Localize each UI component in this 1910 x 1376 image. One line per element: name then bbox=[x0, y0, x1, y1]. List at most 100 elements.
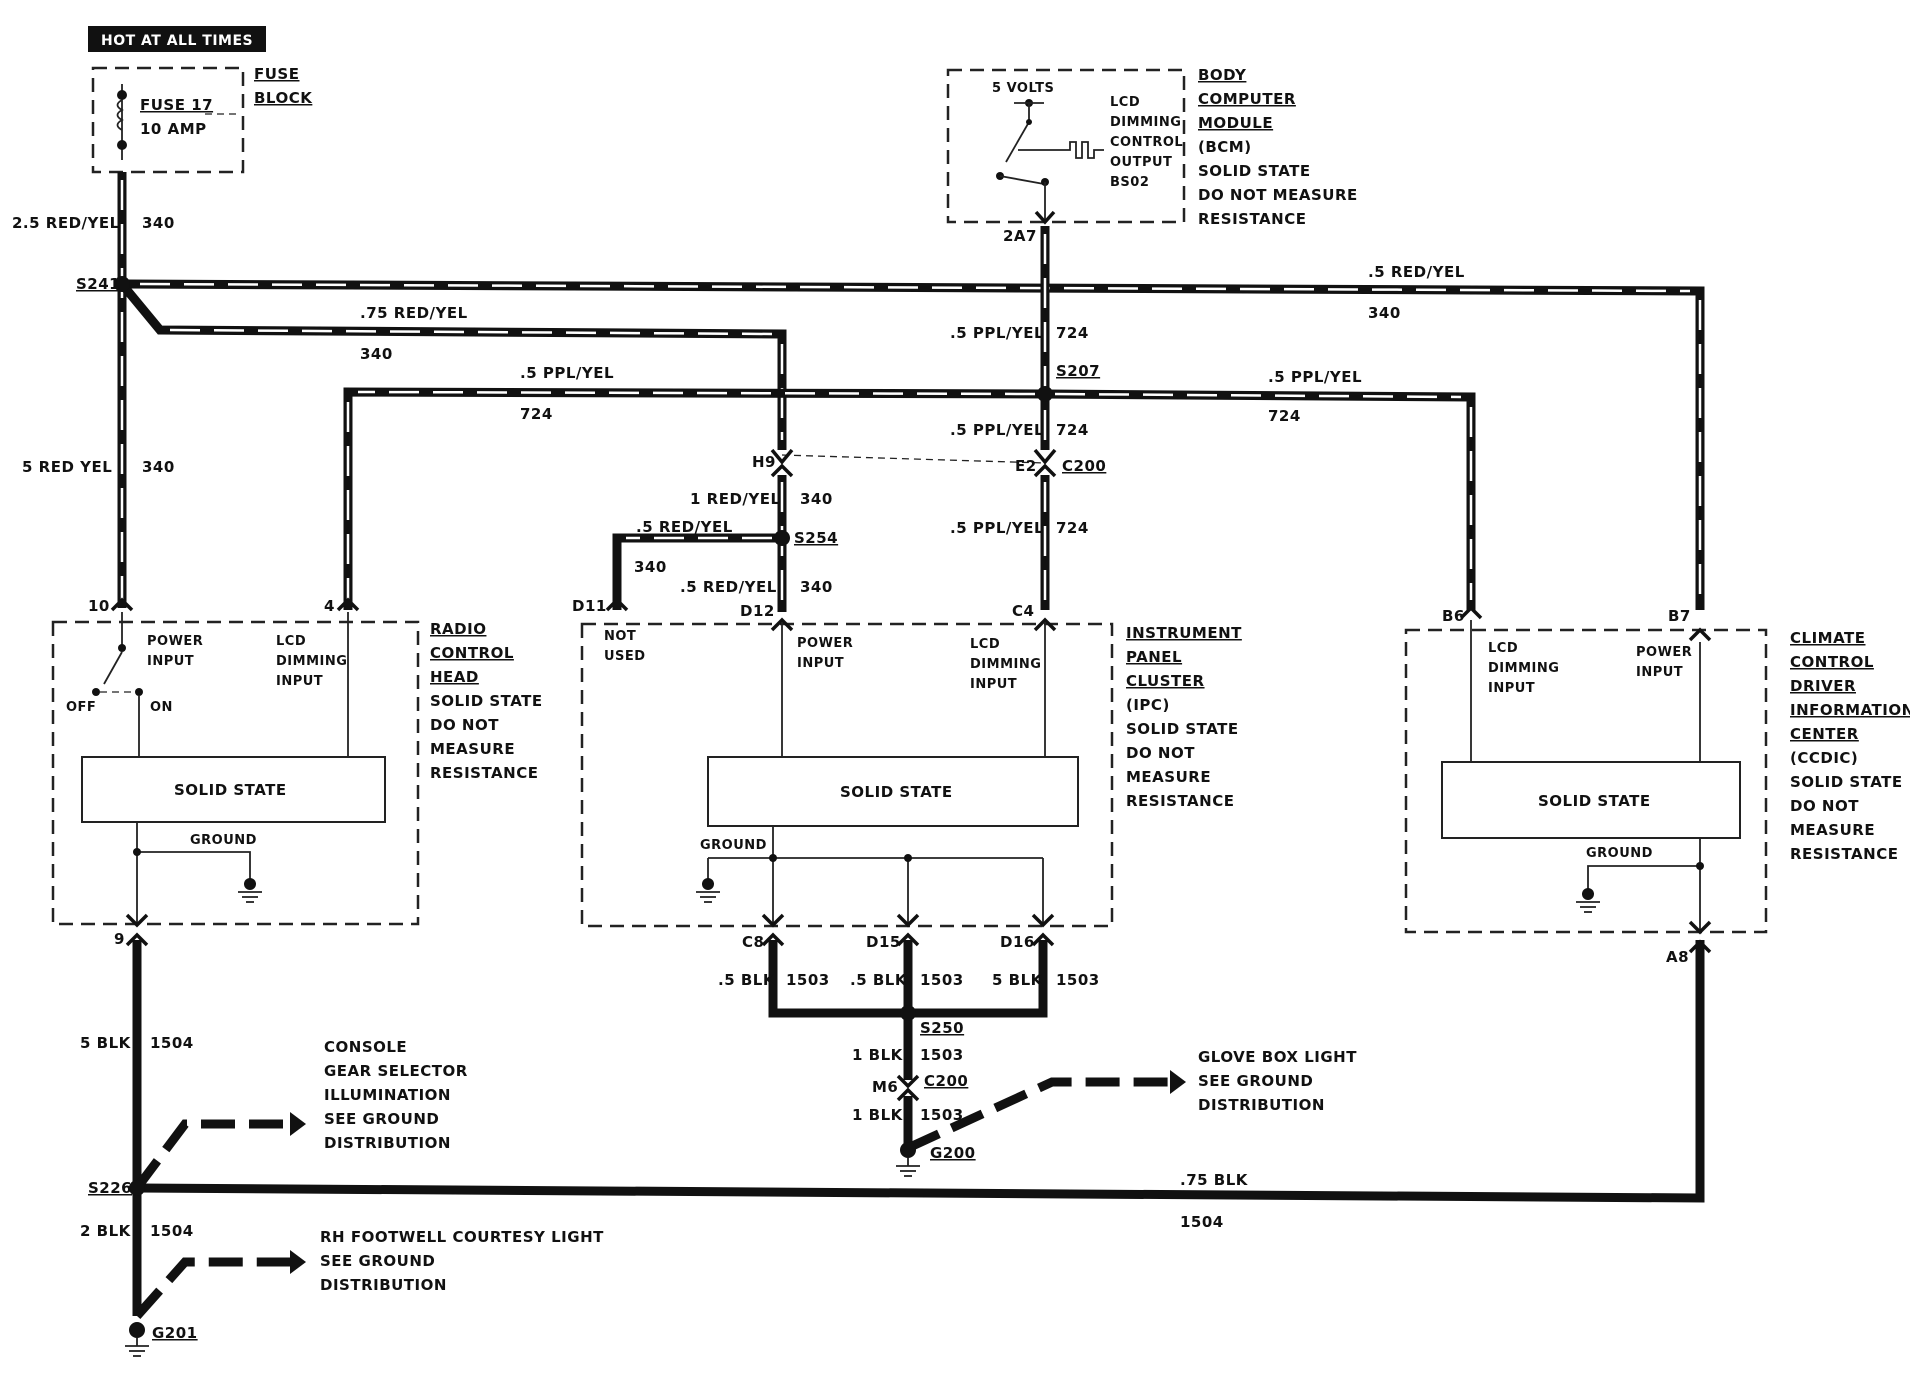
label-c200-g200-gauge: 1 BLK bbox=[852, 1106, 904, 1124]
ccdic-pin-b6: B6 bbox=[1442, 607, 1465, 625]
ccdic-title-3: DRIVER bbox=[1790, 677, 1856, 695]
label-s207-c200-circuit: 724 bbox=[1056, 421, 1089, 439]
splice-s241-label: S241 bbox=[76, 275, 120, 293]
label-mid-branch-circuit: 340 bbox=[360, 345, 393, 363]
fuse-name: FUSE 17 bbox=[140, 96, 213, 114]
splice-s241 bbox=[114, 276, 130, 292]
ccdic-desc-5: RESISTANCE bbox=[1790, 845, 1898, 863]
ccdic-desc-2: SOLID STATE bbox=[1790, 773, 1903, 791]
label-ipc-g3-circuit: 1503 bbox=[1056, 971, 1100, 989]
label-radio-lcd-circuit: 724 bbox=[520, 405, 553, 423]
body-computer-module: 5 VOLTS LCD DIMMING CONTROL OUTPUT BS02 … bbox=[946, 66, 1357, 245]
radio-pin-9: 9 bbox=[114, 930, 125, 948]
label-s250-c200-circuit: 1503 bbox=[920, 1046, 964, 1064]
ipc-not-used-1: NOT bbox=[604, 629, 636, 644]
wire-labels: 2.5 RED/YEL 340 .5 RED/YEL 340 .75 RED/Y… bbox=[12, 214, 1464, 1240]
bcm-output-label-1: LCD bbox=[1110, 95, 1140, 110]
ipc-pin-d11: D11 bbox=[572, 597, 607, 615]
label-s226-g201-circuit: 1504 bbox=[150, 1222, 194, 1240]
label-ipc-g2-circuit: 1503 bbox=[920, 971, 964, 989]
label-to-d12-circuit: 340 bbox=[800, 578, 833, 596]
label-ccdic-gnd-circuit: 1504 bbox=[1180, 1213, 1224, 1231]
bcm-title-2: COMPUTER bbox=[1198, 90, 1296, 108]
ccdic-solid-state-block bbox=[1441, 761, 1741, 839]
label-radio-lcd-gauge: .5 PPL/YEL bbox=[520, 364, 614, 382]
ipc-ground-label: GROUND bbox=[700, 838, 767, 853]
footwell-note-1: RH FOOTWELL COURTESY LIGHT bbox=[320, 1228, 604, 1246]
radio-control-head: 10 4 OFF ON POWER INPUT LCD DIMMING INPU… bbox=[51, 597, 542, 948]
fuse-block: FUSE 17 10 AMP FUSE BLOCK bbox=[91, 65, 313, 174]
radio-solid-state-block bbox=[81, 756, 386, 823]
radio-lcd-input-3: INPUT bbox=[276, 674, 323, 689]
ccdic-title-1: CLIMATE bbox=[1790, 629, 1866, 647]
ground-lead-glovebox bbox=[906, 1077, 1170, 1153]
hot-at-all-times-label: HOT AT ALL TIMES bbox=[88, 26, 266, 52]
radio-pin-10: 10 bbox=[88, 597, 110, 615]
fuse-block-title-2: BLOCK bbox=[254, 89, 313, 107]
label-s207-c200-gauge: .5 PPL/YEL bbox=[950, 421, 1044, 439]
label-s250-c200-gauge: 1 BLK bbox=[852, 1046, 904, 1064]
ipc-desc-3: DO NOT bbox=[1126, 744, 1195, 762]
splice-s254 bbox=[774, 530, 790, 546]
ipc-title-3: CLUSTER bbox=[1126, 672, 1205, 690]
console-note-1: CONSOLE bbox=[324, 1038, 407, 1056]
label-h9-s254-circuit: 340 bbox=[800, 490, 833, 508]
ccdic-pin-b7: B7 bbox=[1668, 607, 1691, 625]
ipc-pin-c8: C8 bbox=[742, 933, 764, 951]
bcm-desc-1: (BCM) bbox=[1198, 138, 1252, 156]
label-mid-branch-gauge: .75 RED/YEL bbox=[360, 304, 468, 322]
fuse-block-outline bbox=[91, 66, 245, 174]
ccdic-desc-3: DO NOT bbox=[1790, 797, 1859, 815]
ccdic-title-2: CONTROL bbox=[1790, 653, 1874, 671]
footwell-note-2: SEE GROUND bbox=[320, 1252, 435, 1270]
radio-lcd-input-1: LCD bbox=[276, 634, 306, 649]
radio-outline bbox=[51, 620, 420, 926]
note-glove-box-light: GLOVE BOX LIGHT SEE GROUND DISTRIBUTION bbox=[1198, 1048, 1357, 1114]
ccdic-lcd-input-2: DIMMING bbox=[1488, 661, 1559, 676]
label-to-d11-gauge: .5 RED/YEL bbox=[636, 518, 733, 536]
fuse-block-title-1: FUSE bbox=[254, 65, 299, 83]
label-bcm-down-circuit: 724 bbox=[1056, 324, 1089, 342]
splice-s254-label: S254 bbox=[794, 529, 838, 547]
radio-title-1: RADIO bbox=[430, 620, 486, 638]
ipc-pin-c4: C4 bbox=[1012, 602, 1034, 620]
label-radio-power-circuit: 340 bbox=[142, 458, 175, 476]
instrument-panel-cluster: D11 D12 C4 NOT USED POWER INPUT LCD DIMM… bbox=[572, 597, 1242, 951]
ccdic-desc-1: (CCDIC) bbox=[1790, 749, 1858, 767]
splice-s250-label: S250 bbox=[920, 1019, 964, 1037]
splices: S241 S207 S254 S250 S226 bbox=[76, 275, 1100, 1197]
console-note-5: DISTRIBUTION bbox=[324, 1134, 451, 1152]
radio-desc-2: DO NOT bbox=[430, 716, 499, 734]
bcm-output-label-5: BS02 bbox=[1110, 175, 1149, 190]
radio-power-input-1: POWER bbox=[147, 634, 203, 649]
splice-s207-label: S207 bbox=[1056, 362, 1100, 380]
radio-off-label: OFF bbox=[66, 700, 96, 715]
console-note-3: ILLUMINATION bbox=[324, 1086, 451, 1104]
ipc-desc-1: (IPC) bbox=[1126, 696, 1170, 714]
bcm-pin-2a7: 2A7 bbox=[1003, 227, 1037, 245]
ccdic-lcd-input-1: LCD bbox=[1488, 641, 1518, 656]
bcm-title-3: MODULE bbox=[1198, 114, 1273, 132]
console-note-2: GEAR SELECTOR bbox=[324, 1062, 468, 1080]
bcm-title-1: BODY bbox=[1198, 66, 1247, 84]
ground-lead-footwell bbox=[133, 1257, 290, 1319]
ccdic-desc-4: MEASURE bbox=[1790, 821, 1875, 839]
fuse-symbol bbox=[116, 99, 124, 131]
ccdic-ground-label: GROUND bbox=[1586, 846, 1653, 861]
radio-on-label: ON bbox=[150, 700, 173, 715]
ipc-pin-d12: D12 bbox=[740, 602, 775, 620]
ipc-power-input-1: POWER bbox=[797, 636, 853, 651]
ipc-lcd-input-1: LCD bbox=[970, 637, 1000, 652]
bcm-output-label-2: DIMMING bbox=[1110, 115, 1181, 130]
label-bcm-down-gauge: .5 PPL/YEL bbox=[950, 324, 1044, 342]
label-radio-gnd-circuit: 1504 bbox=[150, 1034, 194, 1052]
ipc-title-2: PANEL bbox=[1126, 648, 1182, 666]
climate-control-driver-info-center: B6 B7 LCD DIMMING INPUT POWER INPUT SOLI… bbox=[1404, 605, 1910, 966]
connector-c200-lower: C200 bbox=[924, 1072, 968, 1090]
radio-desc-3: MEASURE bbox=[430, 740, 515, 758]
console-note-4: SEE GROUND bbox=[324, 1110, 439, 1128]
label-ccdic-lcd-gauge: .5 PPL/YEL bbox=[1268, 368, 1362, 386]
radio-power-input-2: INPUT bbox=[147, 654, 194, 669]
glovebox-note-2: SEE GROUND bbox=[1198, 1072, 1313, 1090]
